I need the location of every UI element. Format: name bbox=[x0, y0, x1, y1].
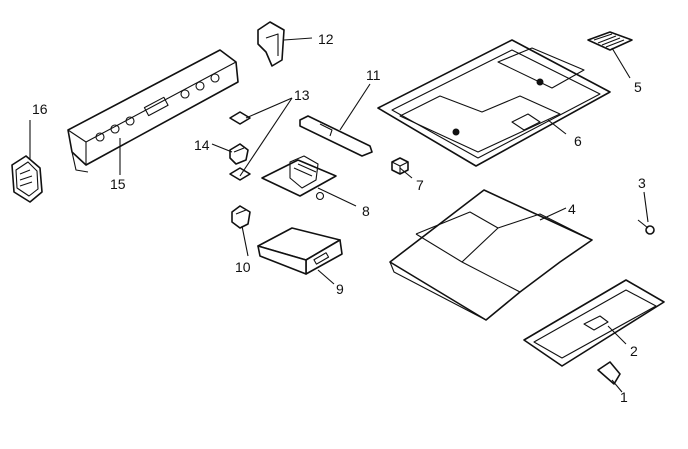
part-4-burner-box bbox=[389, 189, 593, 321]
part-14-switch bbox=[229, 143, 249, 165]
part-7-block bbox=[391, 157, 409, 175]
part-8-control-board bbox=[261, 155, 337, 201]
callout-11: 11 bbox=[366, 67, 381, 83]
part-15-control-panel-rail bbox=[67, 49, 239, 173]
leader-lines bbox=[29, 37, 649, 393]
callout-7: 7 bbox=[416, 177, 424, 193]
callout-2: 2 bbox=[630, 343, 638, 359]
part-12-bracket bbox=[257, 21, 285, 67]
part-13-clips bbox=[229, 111, 251, 181]
callout-10: 10 bbox=[235, 259, 251, 275]
callout-4: 4 bbox=[568, 201, 576, 217]
callout-12: 12 bbox=[318, 31, 334, 47]
part-16-housing bbox=[11, 155, 43, 203]
callout-8: 8 bbox=[362, 203, 370, 219]
part-6-oven-bottom bbox=[377, 39, 611, 167]
callout-1: 1 bbox=[620, 389, 628, 405]
callout-13: 13 bbox=[294, 87, 310, 103]
part-3-screw bbox=[637, 219, 655, 235]
part-1-bracket bbox=[597, 361, 621, 385]
callout-3: 3 bbox=[638, 175, 646, 191]
part-11-strip bbox=[299, 115, 373, 157]
callout-9: 9 bbox=[336, 281, 344, 297]
part-9-tray bbox=[257, 227, 343, 275]
callout-15: 15 bbox=[110, 176, 126, 192]
callout-16: 16 bbox=[32, 101, 48, 117]
part-5-vent bbox=[587, 31, 633, 51]
part-10-clip bbox=[231, 205, 251, 229]
callout-14: 14 bbox=[194, 137, 210, 153]
part-2-chassis bbox=[523, 279, 665, 367]
callout-6: 6 bbox=[574, 133, 582, 149]
callout-5: 5 bbox=[634, 79, 642, 95]
